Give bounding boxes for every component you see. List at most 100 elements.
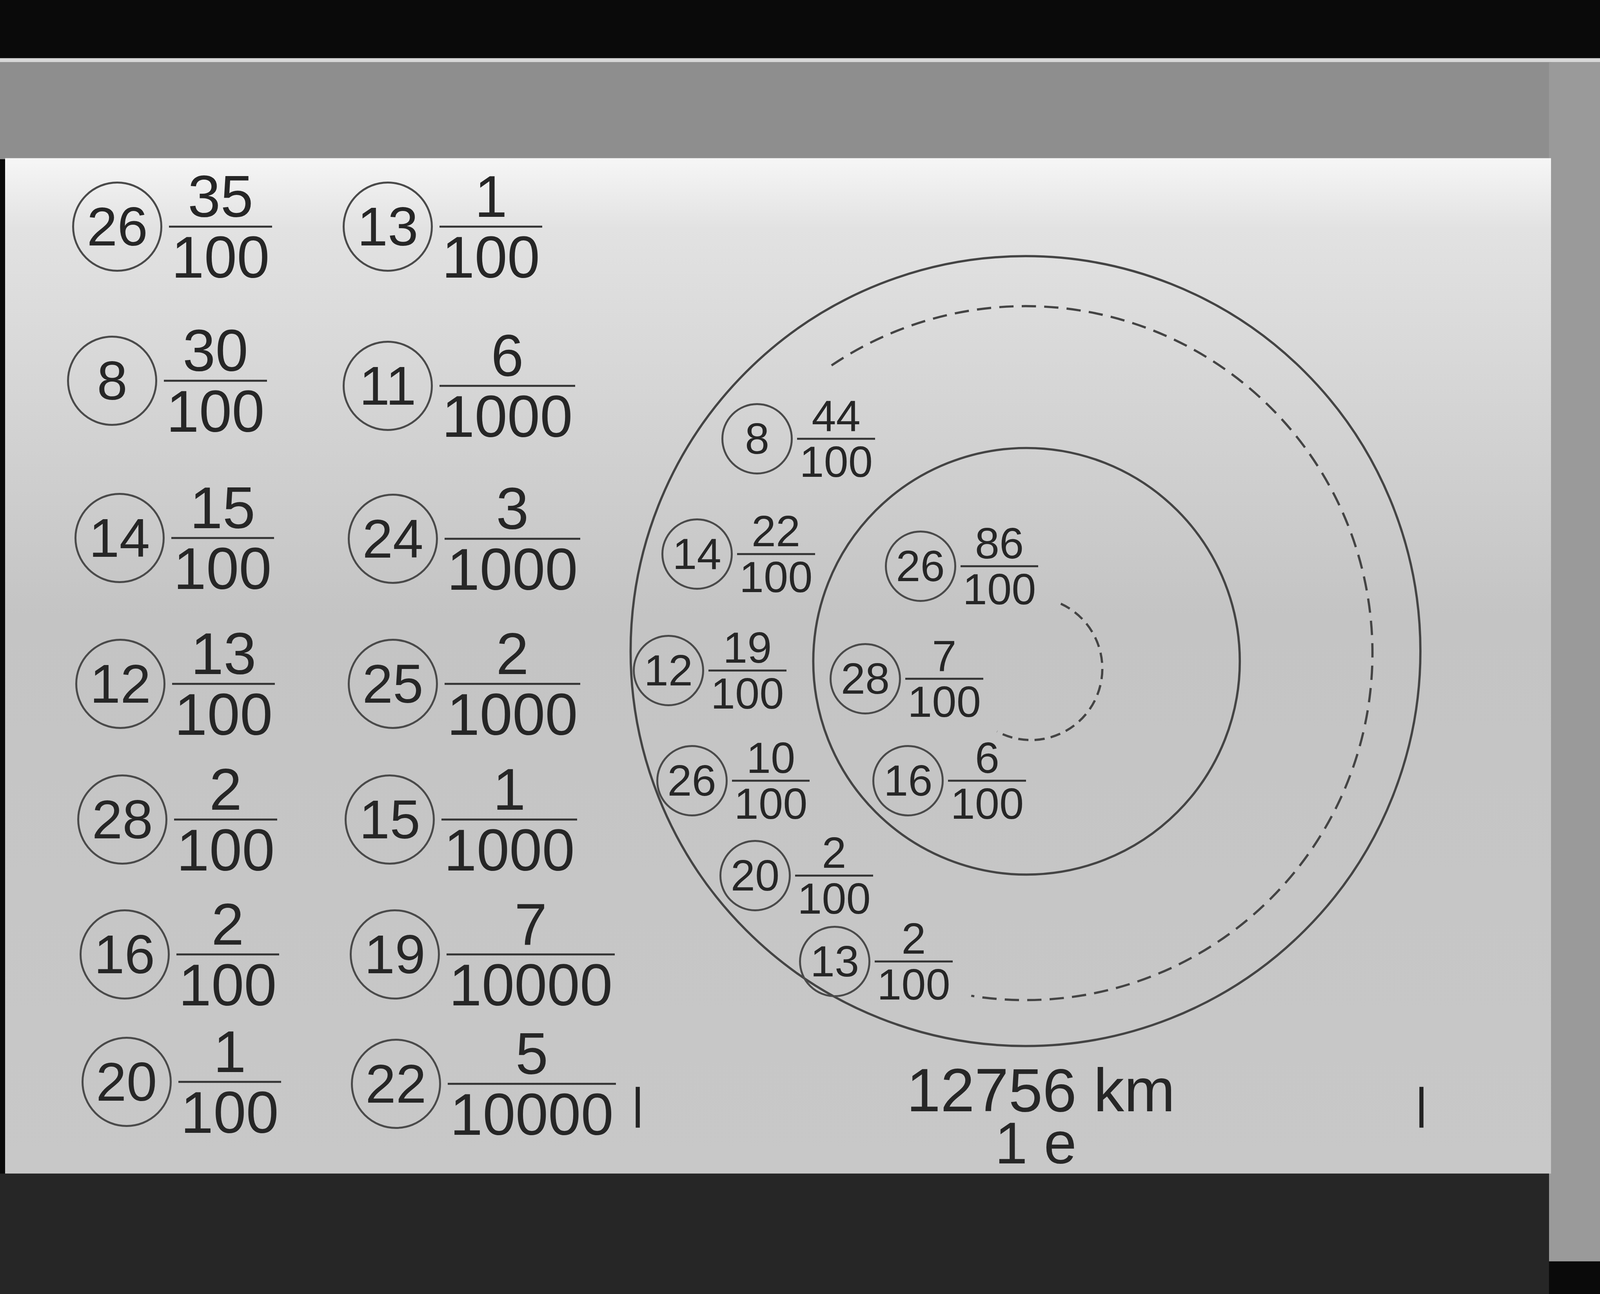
denominator: 100 xyxy=(172,684,275,744)
atomic-number: 11 xyxy=(359,358,416,414)
numerator: 1 xyxy=(490,759,528,819)
denominator: 100 xyxy=(737,555,816,600)
denominator: 100 xyxy=(168,227,272,287)
element-circle: 131100 xyxy=(342,181,433,272)
fraction: 6100 xyxy=(948,735,1027,826)
atomic-number: 12 xyxy=(643,648,693,693)
numerator: 6 xyxy=(972,735,1002,780)
top-strip xyxy=(0,62,1551,160)
denominator: 100 xyxy=(163,381,267,441)
fraction: 15100 xyxy=(171,477,275,598)
denominator: 100 xyxy=(708,671,787,716)
fraction: 2100 xyxy=(176,894,280,1014)
edge-line xyxy=(0,58,1600,62)
fraction: 2100 xyxy=(874,916,953,1007)
atomic-number: 14 xyxy=(672,532,722,576)
numerator: 86 xyxy=(972,521,1027,566)
element-circle: 202100 xyxy=(719,839,791,912)
denominator: 10000 xyxy=(446,955,615,1014)
denominator: 100 xyxy=(797,439,876,484)
fraction: 35100 xyxy=(168,166,272,287)
numerator: 30 xyxy=(180,320,251,380)
element-circle: 1511000 xyxy=(344,774,435,865)
atomic-number: 12 xyxy=(89,656,151,712)
element-circle: 2610100 xyxy=(656,744,728,817)
fraction: 2100 xyxy=(174,759,277,880)
numerator: 5 xyxy=(513,1024,551,1083)
denominator: 100 xyxy=(874,962,953,1007)
atomic-number: 15 xyxy=(359,791,421,847)
numerator: 7 xyxy=(929,633,959,678)
denominator: 100 xyxy=(960,567,1039,612)
atomic-number: 24 xyxy=(362,511,424,567)
atomic-number: 16 xyxy=(94,926,156,982)
numerator: 2 xyxy=(819,830,849,875)
scale-label: 12756 km xyxy=(906,1059,1176,1121)
denominator: 10000 xyxy=(447,1084,616,1144)
element-circle: 2431000 xyxy=(347,493,438,584)
fraction: 22100 xyxy=(737,509,816,600)
atomic-number: 14 xyxy=(88,510,151,566)
fraction: 710000 xyxy=(446,894,615,1014)
fraction: 1100 xyxy=(178,1021,282,1142)
element-circle: 2635100 xyxy=(72,181,163,272)
slide-panel xyxy=(5,158,1551,1174)
atomic-number: 28 xyxy=(840,656,890,701)
fraction: 1100 xyxy=(439,166,543,287)
scale-label: 1 e xyxy=(994,1113,1077,1173)
fraction: 19100 xyxy=(708,625,787,716)
numerator: 2 xyxy=(493,623,531,683)
fraction: 61000 xyxy=(439,325,576,446)
atomic-number: 13 xyxy=(357,199,419,255)
element-circle: 1422100 xyxy=(661,518,733,590)
side-strip xyxy=(1549,62,1600,1262)
element-circle: 2521000 xyxy=(347,638,438,729)
atomic-number: 8 xyxy=(96,353,128,409)
element-circle: 830100 xyxy=(67,335,158,426)
atomic-number: 28 xyxy=(91,791,153,847)
numerator: 3 xyxy=(493,479,531,538)
atomic-number: 8 xyxy=(744,416,770,461)
denominator: 100 xyxy=(439,227,543,287)
denominator: 1000 xyxy=(439,386,576,446)
numerator: 1 xyxy=(210,1021,249,1081)
fraction: 7100 xyxy=(905,633,984,724)
scale-tick xyxy=(1419,1086,1424,1128)
element-circle: 2686100 xyxy=(884,530,957,602)
atomic-number: 26 xyxy=(86,199,148,255)
core-ring xyxy=(813,448,1240,875)
element-circle: 166100 xyxy=(872,744,944,817)
numerator: 44 xyxy=(809,394,863,438)
fraction: 13100 xyxy=(172,623,275,744)
element-circle: 1415100 xyxy=(74,492,165,583)
denominator: 1000 xyxy=(441,820,578,880)
fraction: 21000 xyxy=(444,623,581,744)
element-circle: 22510000 xyxy=(350,1038,442,1129)
fraction: 30100 xyxy=(163,320,267,441)
element-circle: 1213100 xyxy=(75,638,166,729)
atomic-number: 26 xyxy=(667,758,717,803)
numerator: 6 xyxy=(488,325,526,385)
fraction: 510000 xyxy=(447,1024,616,1144)
denominator: 100 xyxy=(795,876,874,921)
denominator: 1000 xyxy=(444,684,581,744)
atomic-number: 20 xyxy=(96,1054,158,1110)
element-circle: 282100 xyxy=(77,774,168,865)
dashed-ring xyxy=(831,306,1373,1001)
numerator: 35 xyxy=(185,166,256,226)
element-circle: 287100 xyxy=(829,642,901,715)
numerator: 2 xyxy=(208,894,247,954)
element-circle: 1161000 xyxy=(342,340,433,431)
numerator: 2 xyxy=(898,916,929,961)
fraction: 86100 xyxy=(960,521,1039,612)
element-circle: 1219100 xyxy=(632,634,705,707)
numerator: 2 xyxy=(207,759,245,819)
numerator: 1 xyxy=(472,166,510,226)
denominator: 100 xyxy=(176,955,280,1014)
bottom-strip xyxy=(0,1173,1550,1294)
element-circle: 162100 xyxy=(79,909,170,1000)
atomic-number: 19 xyxy=(364,926,426,982)
atomic-number: 26 xyxy=(895,544,945,589)
fraction: 2100 xyxy=(795,830,874,921)
